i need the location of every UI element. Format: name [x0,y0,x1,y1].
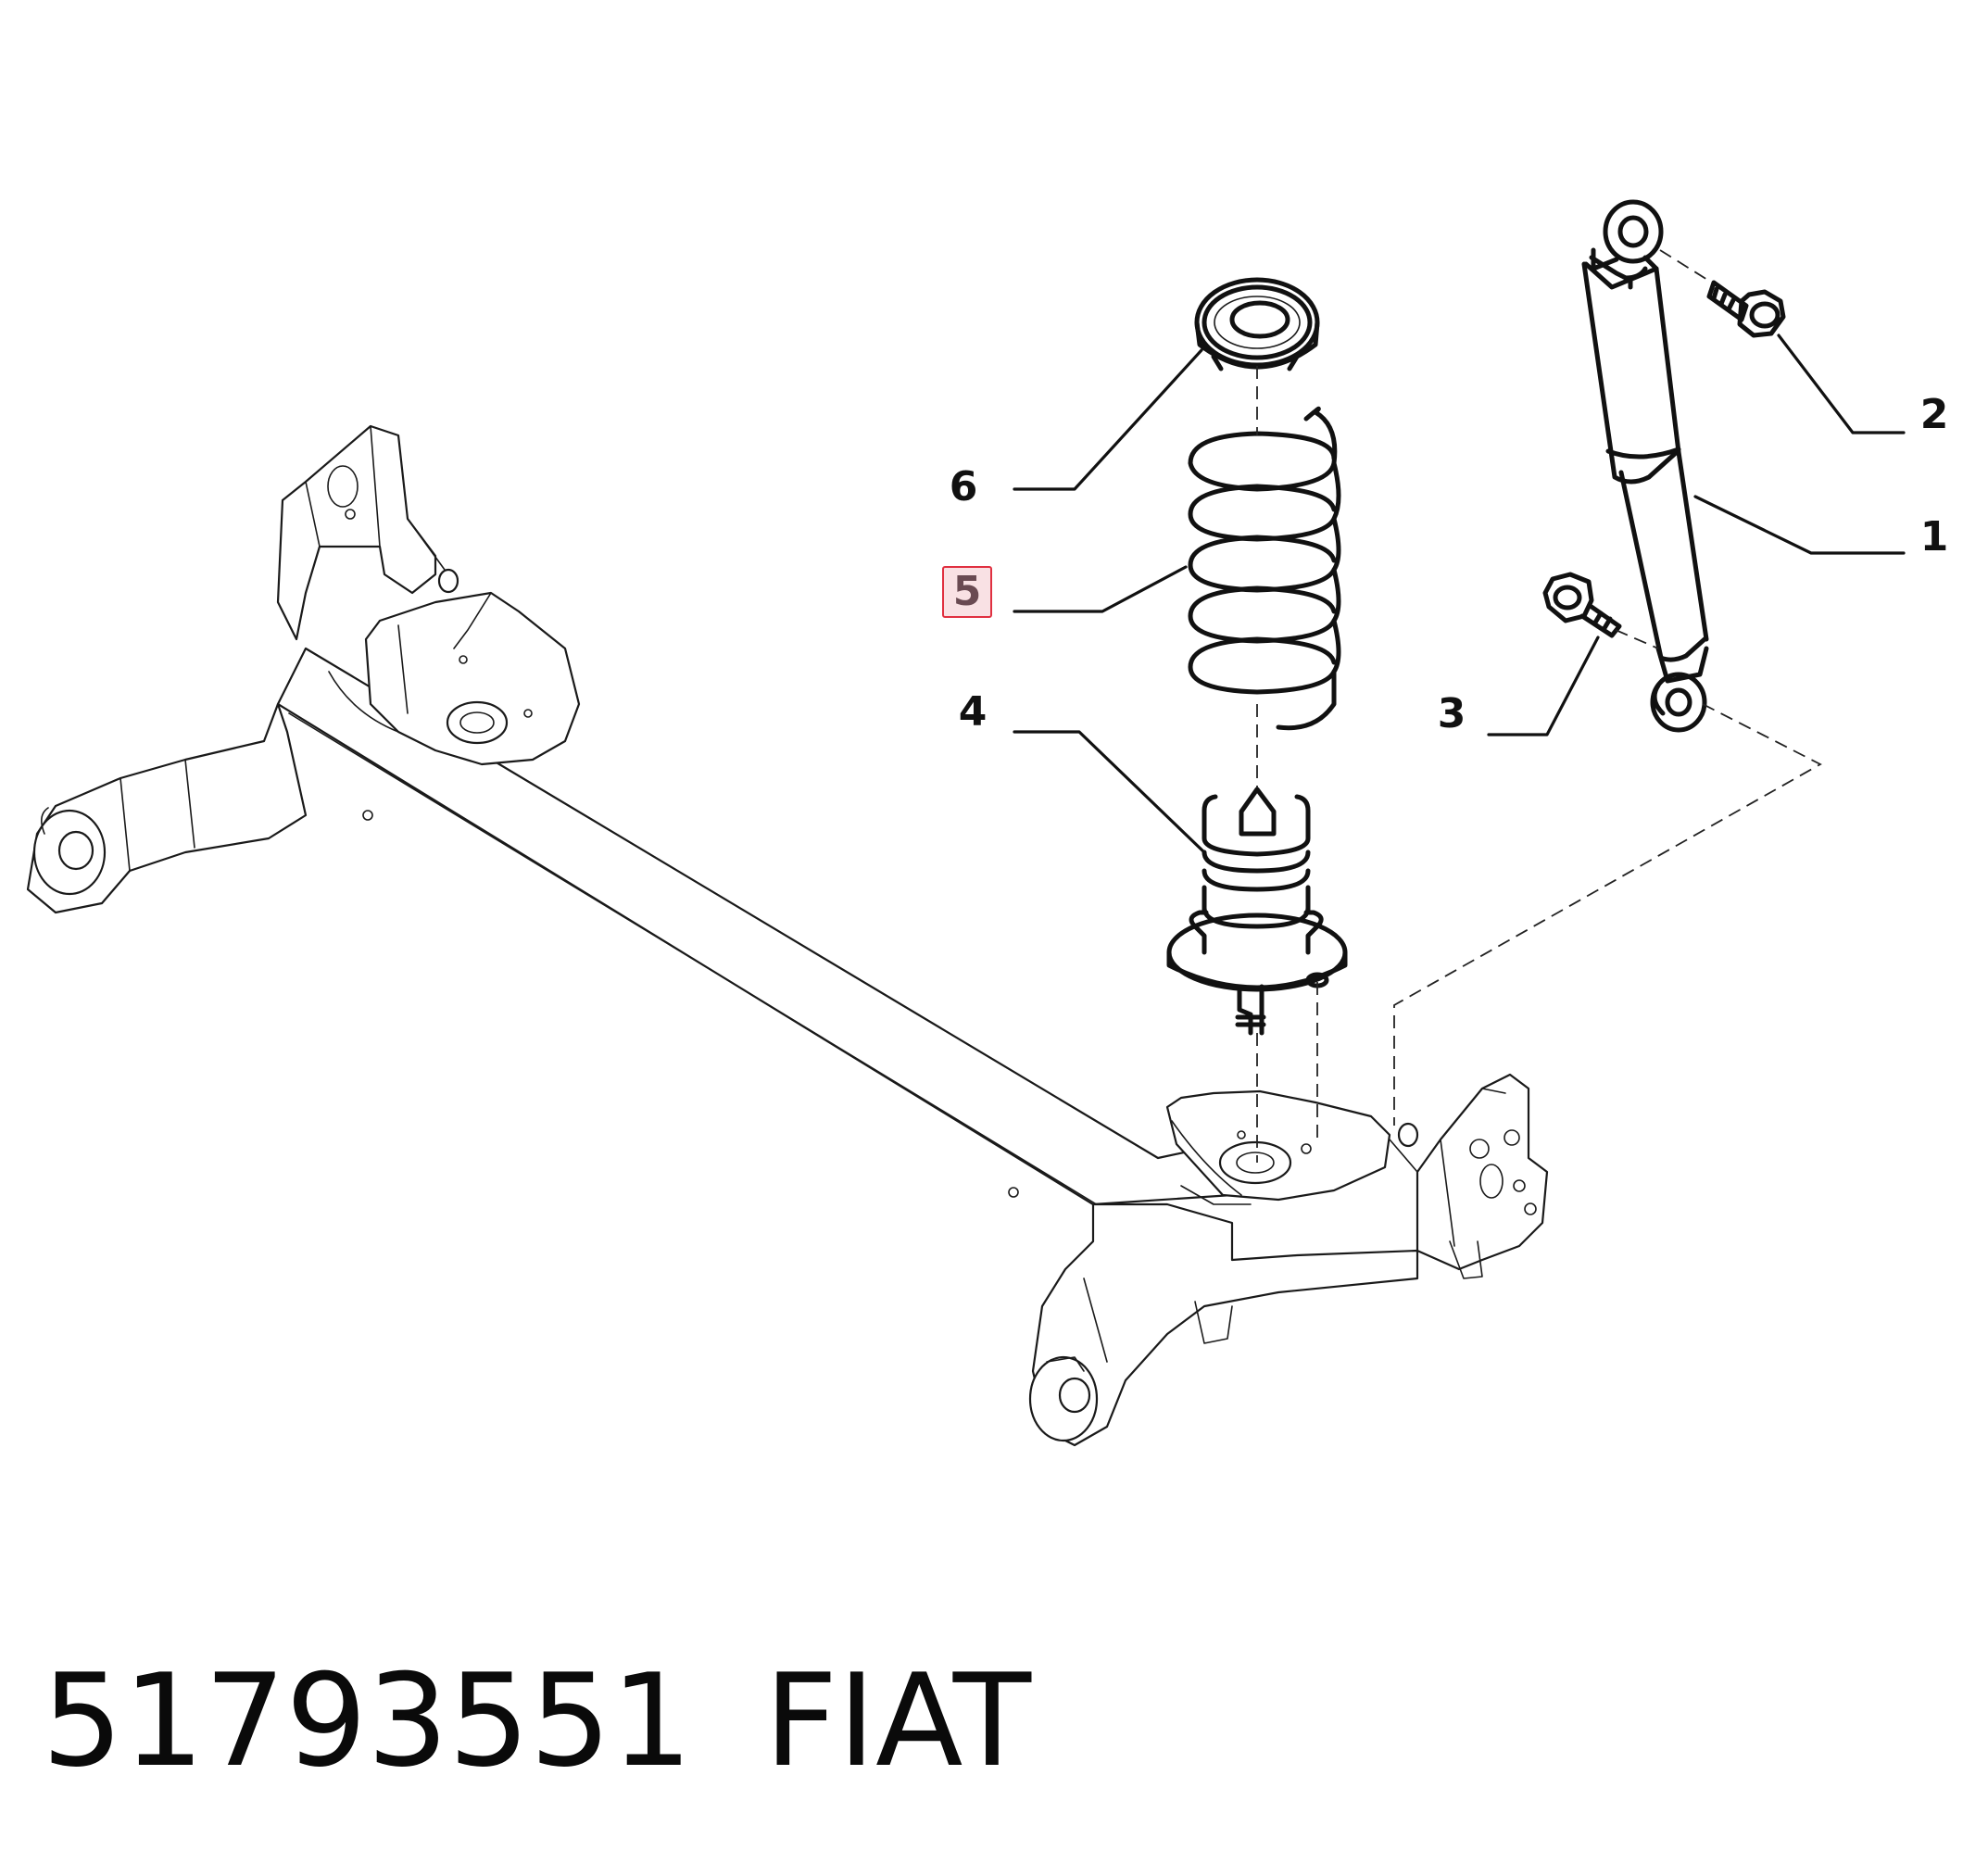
part-6-spring-upper-pad [1194,277,1320,371]
callout-2: 2 [1920,391,1949,438]
callout-5-highlight [942,566,992,618]
leader-6 [1013,348,1203,491]
callout-1: 1 [1920,513,1949,560]
part-number: 51793551 [42,1646,692,1795]
callout-4: 4 [959,688,988,736]
assembly-centerlines [1256,249,1822,1163]
part-1-shock-absorber [1581,199,1709,733]
part-4-bump-stop-mount [1166,787,1348,1036]
callout-labels: 6 5 4 3 2 1 [942,391,1949,737]
leader-1 [1693,495,1906,555]
part-3-lower-bolt [1542,572,1622,638]
callout-5: 5 [953,568,982,615]
callout-3: 3 [1438,690,1466,737]
part-5-coil-spring [1188,406,1341,731]
part-2-upper-bolt [1706,280,1786,338]
rear-axle-beam [26,424,1549,1447]
callout-6: 6 [950,463,978,510]
leader-2 [1777,334,1906,434]
leader-5 [1013,565,1188,613]
leader-3 [1487,636,1600,736]
leader-lines [1013,334,1906,854]
leader-4 [1013,730,1206,854]
brand-name: FIAT [764,1646,1032,1795]
footer: 51793551 FIAT [42,1646,1032,1795]
